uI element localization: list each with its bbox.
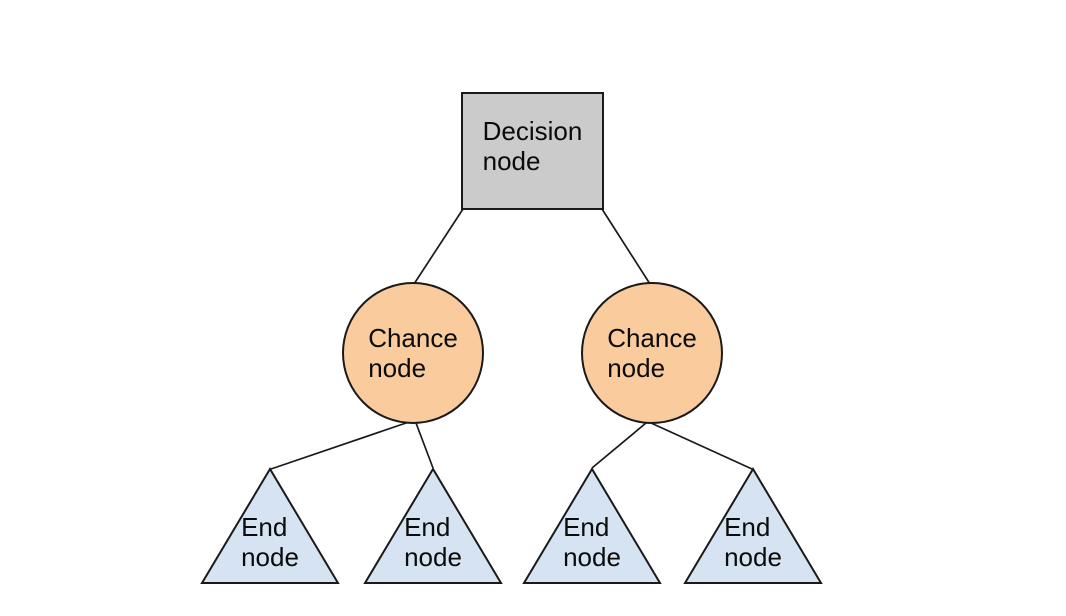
- chance-node-right-shape: [581, 282, 723, 424]
- decision-node-shape: [461, 92, 604, 210]
- chance-node-left-shape: [342, 282, 484, 424]
- edge-chance-left-to-end-2: [415, 422, 434, 469]
- end-node-1-shape: [200, 467, 340, 584]
- edge-decision-to-chance-right: [601, 208, 651, 285]
- end-node-4-shape: [683, 467, 823, 584]
- edge-decision-to-chance-left: [413, 208, 464, 285]
- edge-chance-left-to-end-1: [270, 421, 410, 470]
- edge-chance-right-to-end-3: [591, 422, 647, 469]
- end-node-2-shape: [363, 467, 503, 584]
- end-node-3-shape: [522, 467, 662, 584]
- edge-chance-right-to-end-4: [650, 422, 753, 470]
